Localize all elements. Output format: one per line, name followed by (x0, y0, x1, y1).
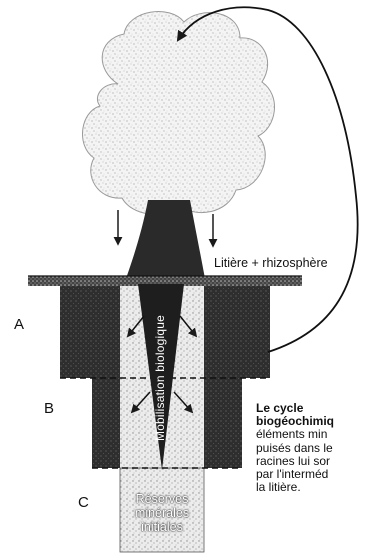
caption-body-5: la litière. (256, 481, 369, 494)
horizon-a-label: A (14, 316, 24, 333)
tree-trunk (124, 200, 206, 284)
reserves-line-1: Réserves (121, 492, 203, 506)
horizon-b-label: B (44, 400, 54, 417)
mobilisation-label: Mobilisation biologique (153, 315, 167, 441)
litter-rhizosphere-label: Litière + rhizosphère (214, 256, 328, 270)
initial-reserves-label: Réserves minérales initiales (121, 492, 203, 534)
tree-crown (83, 12, 275, 215)
reserves-line-3: initiales (121, 520, 203, 534)
figure-caption: Le cycle biogéochimiq éléments min puisé… (256, 402, 369, 494)
caption-body-2: puisés dans le (256, 442, 369, 455)
horizon-c-label: C (78, 494, 89, 511)
caption-body-1: éléments min (256, 428, 369, 441)
reserves-line-2: minérales (121, 506, 203, 520)
